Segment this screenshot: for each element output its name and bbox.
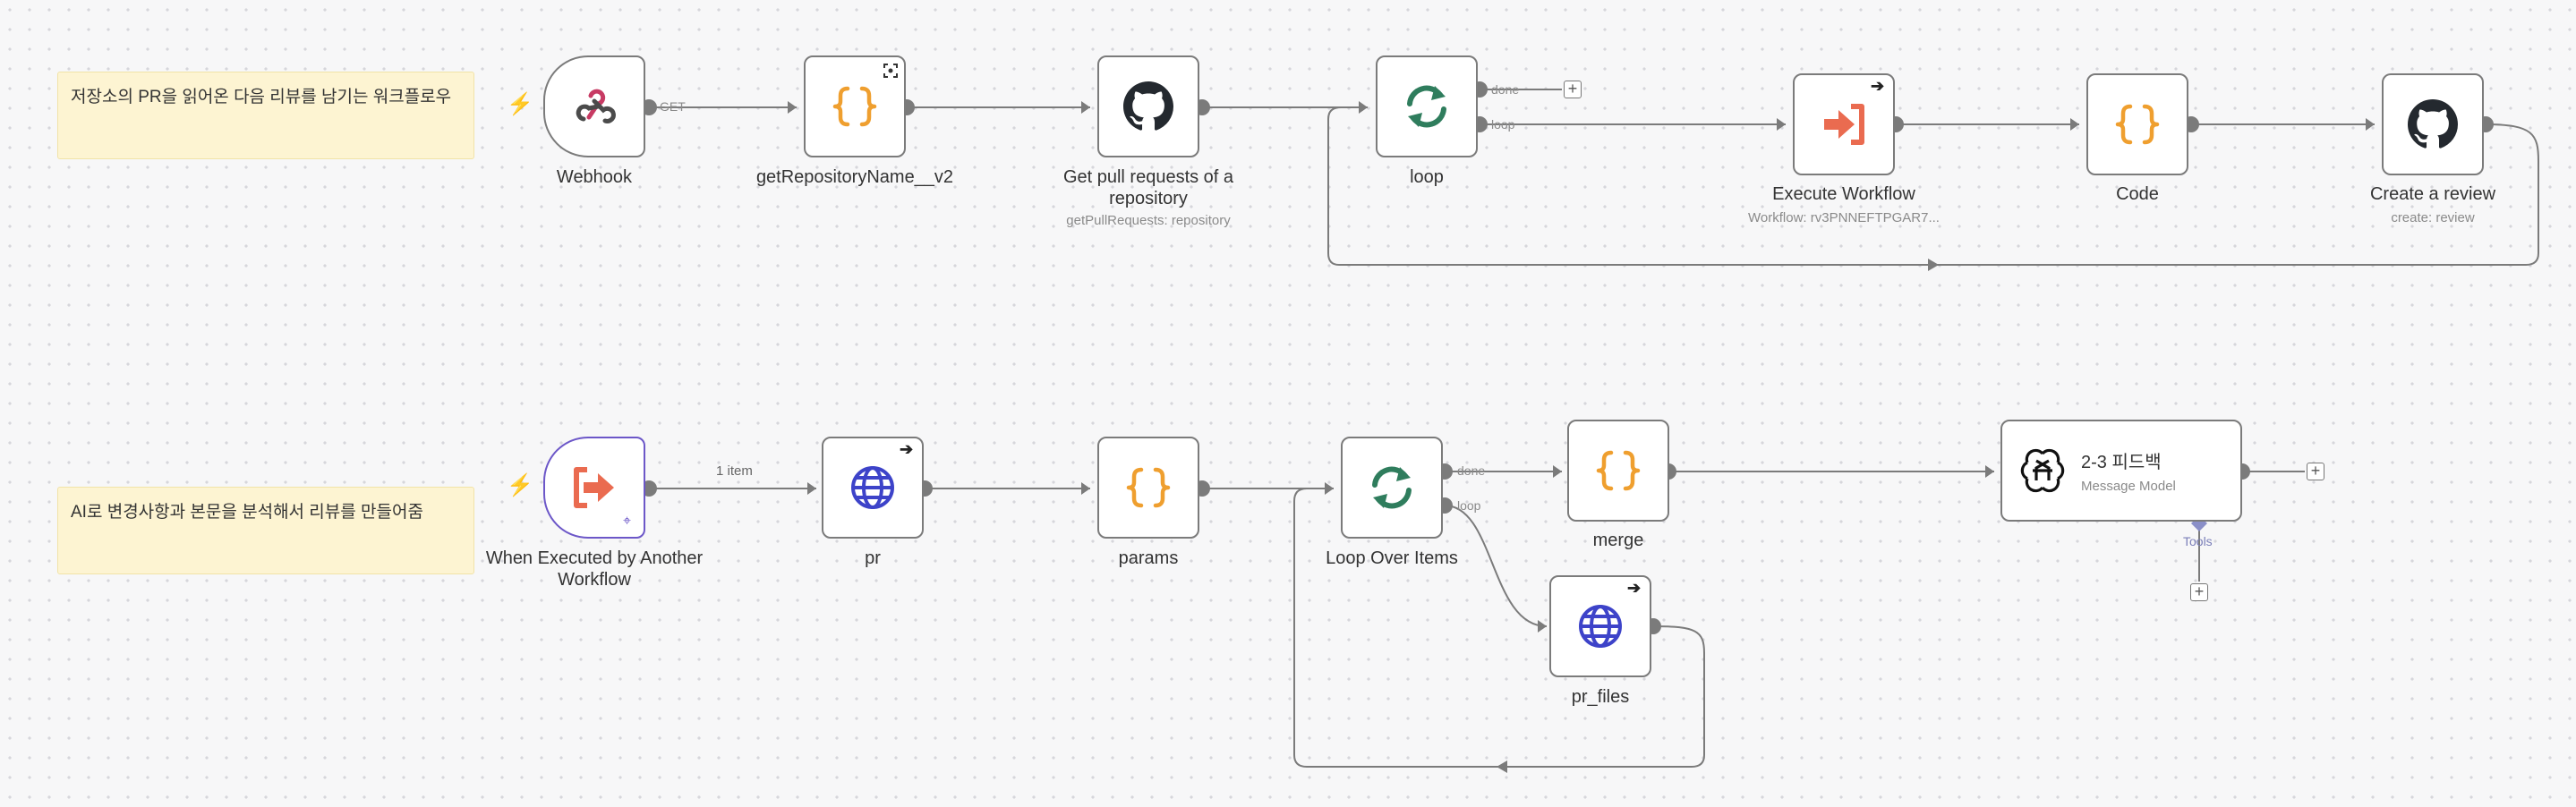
- node-pr[interactable]: [822, 437, 924, 539]
- node-label-code: Code: [2116, 184, 2159, 204]
- node-when-executed[interactable]: [543, 437, 645, 539]
- node-label-execute-workflow: Execute Workflow: [1772, 184, 1915, 204]
- code-braces-icon: [1596, 450, 1641, 491]
- node-getrepositoryname[interactable]: [804, 55, 906, 157]
- node-label-getrepositoryname: getRepositoryName__v2: [755, 167, 954, 187]
- code-braces-icon: [1126, 467, 1171, 508]
- node-label-pr: pr: [865, 548, 881, 568]
- node-label-merge: merge: [1592, 531, 1644, 550]
- sticky-note-text: AI로 변경사항과 본문을 분석해서 리뷰를 만들어줌: [71, 503, 423, 522]
- workflow1-connections[interactable]: [649, 89, 2539, 266]
- node-webhook[interactable]: [543, 55, 645, 157]
- workflow2-connections[interactable]: [649, 471, 2305, 768]
- loop-icon: [1372, 466, 1412, 509]
- ai-node-title: 2-3 피드백: [2081, 453, 2162, 472]
- node-sublabel-create-review: create: review: [2391, 210, 2475, 225]
- port-label-done: done: [1457, 463, 1486, 478]
- arrow-right-icon: ➔: [1627, 579, 1642, 597]
- trigger-bolt-icon: ⚡: [507, 473, 533, 497]
- loop-icon: [1407, 85, 1446, 128]
- node-label-params: params: [1118, 548, 1179, 568]
- port-label-loop: loop: [1491, 117, 1515, 132]
- openai-icon: [2020, 448, 2065, 493]
- node-label-loop: loop: [1410, 167, 1444, 187]
- expand-icon[interactable]: [883, 63, 899, 79]
- webhook-icon: [576, 89, 616, 123]
- node-sublabel-execute-workflow: Workflow: rv3PNNEFTPGAR7...: [1748, 210, 1940, 225]
- node-sublabel-get-pull-requests: getPullRequests: repository: [1066, 213, 1231, 228]
- node-label-create-review: Create a review: [2369, 184, 2496, 204]
- add-tool-plus-button[interactable]: +: [2190, 583, 2208, 601]
- pin-icon: ⌖: [623, 514, 632, 529]
- node-loop-over-items[interactable]: [1341, 437, 1443, 539]
- node-label-get-pull-requests: Get pull requests of a repository: [1062, 167, 1234, 208]
- node-ai-message-model[interactable]: 2-3 피드백 Message Model: [2000, 420, 2242, 522]
- node-code[interactable]: [2086, 73, 2188, 175]
- github-icon: [1123, 81, 1173, 131]
- node-params[interactable]: [1097, 437, 1199, 539]
- arrow-right-icon: ➔: [1871, 77, 1885, 95]
- node-get-pull-requests[interactable]: [1097, 55, 1199, 157]
- tools-port-label: Tools: [2183, 534, 2213, 548]
- port-label-get: GET: [660, 99, 686, 114]
- subworkflow-trigger-icon: [574, 467, 614, 508]
- code-braces-icon: [2115, 104, 2160, 145]
- github-icon: [2408, 99, 2458, 149]
- node-loop[interactable]: [1376, 55, 1478, 157]
- sticky-note-text: 저장소의 PR을 읽어온 다음 리뷰를 남기는 워크플로우: [71, 88, 452, 106]
- node-execute-workflow[interactable]: [1793, 73, 1895, 175]
- execute-workflow-icon: [1824, 104, 1864, 145]
- node-merge[interactable]: [1567, 420, 1669, 522]
- globe-icon: [1579, 605, 1622, 648]
- trigger-bolt-icon: ⚡: [507, 92, 533, 116]
- add-node-plus-button[interactable]: +: [1564, 81, 1582, 98]
- edge-label-items: 1 item: [716, 463, 753, 479]
- port-label-loop: loop: [1457, 498, 1481, 513]
- code-braces-icon: [832, 86, 877, 127]
- sticky-note-workflow2[interactable]: AI로 변경사항과 본문을 분석해서 리뷰를 만들어줌: [57, 487, 474, 574]
- port-label-done: done: [1491, 82, 1520, 97]
- edge-prfiles-loop-back: [1293, 488, 1705, 768]
- edge-review-loop-back: [1327, 106, 2539, 266]
- add-node-plus-button[interactable]: +: [2307, 463, 2324, 480]
- edge-loop-prfiles: [1444, 505, 1548, 627]
- ai-node-subtitle: Message Model: [2081, 479, 2176, 494]
- node-pr-files[interactable]: [1549, 575, 1651, 677]
- node-label-loop-over-items: Loop Over Items: [1326, 548, 1458, 568]
- flow-arrows: [788, 101, 2375, 773]
- node-label-webhook: Webhook: [556, 167, 633, 187]
- node-label-when-executed: When Executed by Another Workflow: [485, 548, 704, 590]
- node-create-review[interactable]: [2382, 73, 2484, 175]
- node-label-pr-files: pr_files: [1571, 687, 1630, 707]
- globe-icon: [851, 466, 894, 509]
- sticky-note-workflow1[interactable]: 저장소의 PR을 읽어온 다음 리뷰를 남기는 워크플로우: [57, 72, 474, 159]
- arrow-right-icon: ➔: [900, 440, 914, 458]
